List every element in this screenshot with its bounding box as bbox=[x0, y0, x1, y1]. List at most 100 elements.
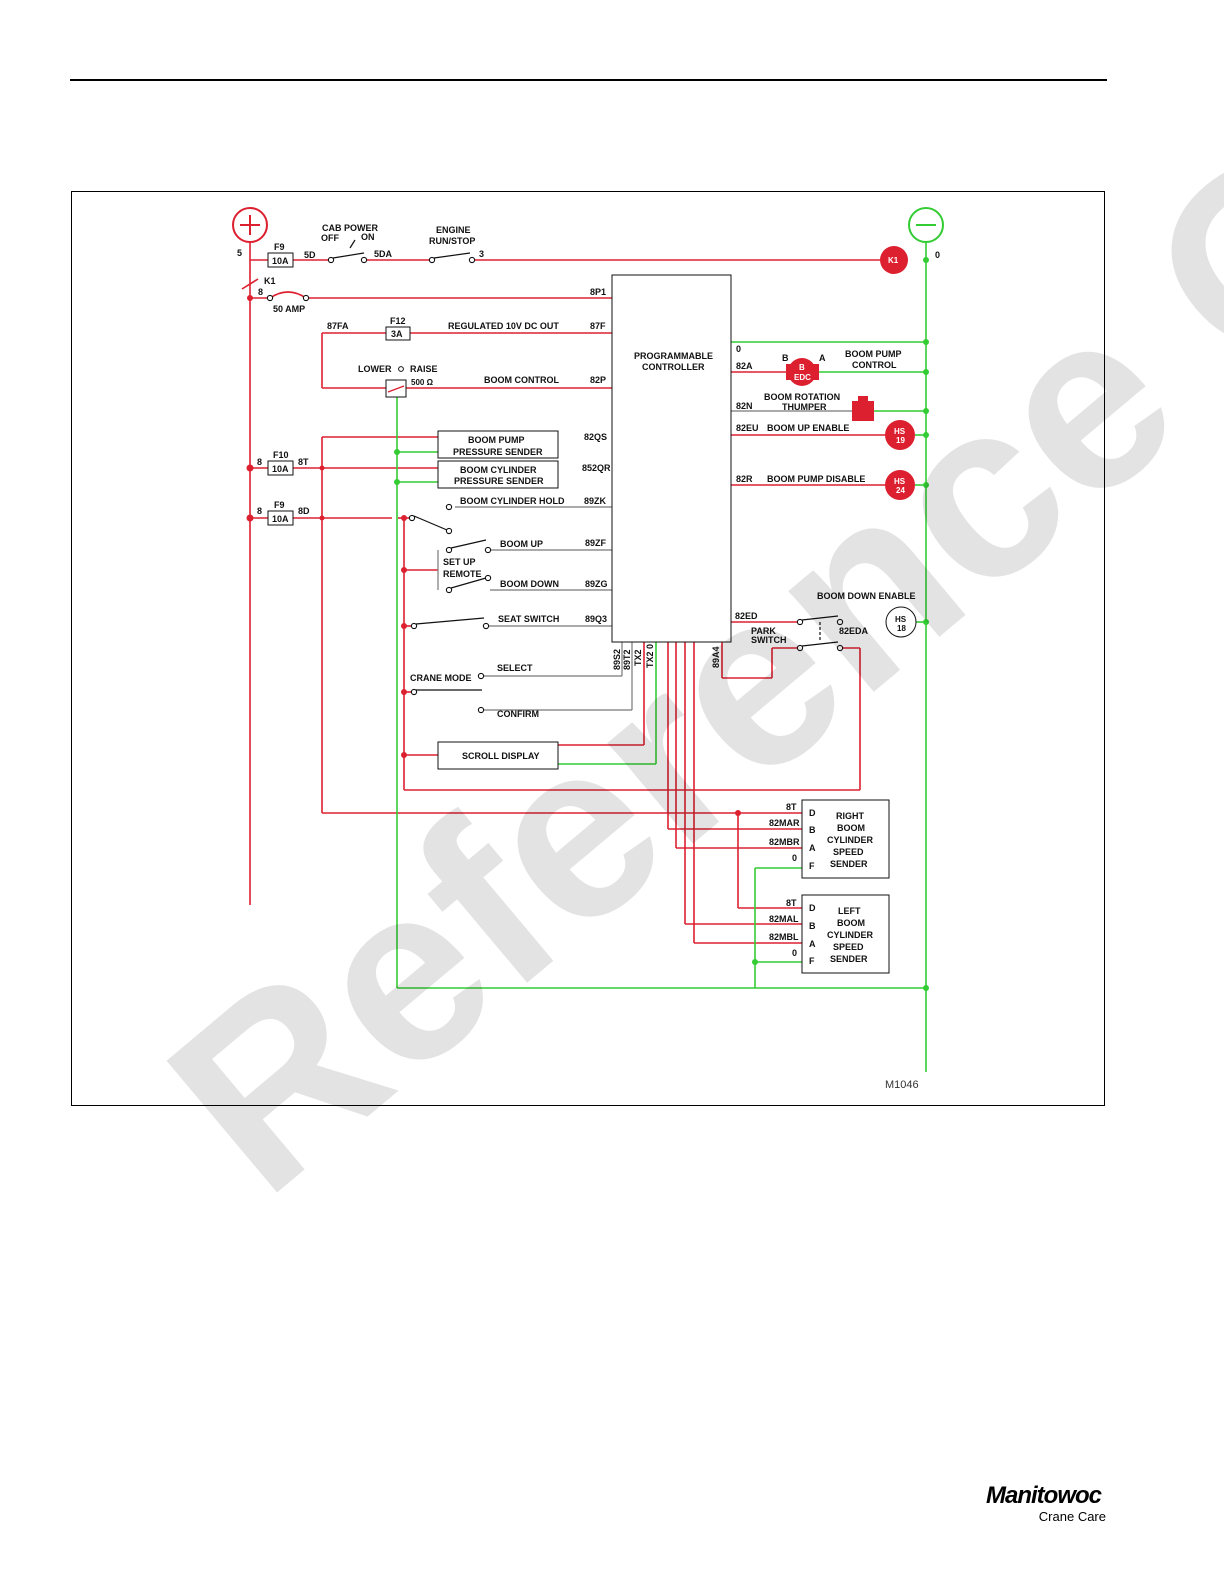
label-k1-coil: K1 bbox=[888, 256, 899, 265]
label-wire-89s2: 89S2 bbox=[612, 649, 622, 670]
label-wire-89q3: 89Q3 bbox=[585, 614, 607, 624]
label-l-pin-f: F bbox=[809, 956, 815, 966]
negative-supply-icon bbox=[908, 207, 944, 243]
label-right-2: BOOM bbox=[837, 823, 865, 833]
signal-wiring bbox=[437, 410, 852, 711]
label-cab-power: CAB POWER bbox=[322, 223, 379, 233]
label-bpc-1: BOOM PUMP bbox=[845, 349, 902, 359]
label-park-2: SWITCH bbox=[751, 635, 787, 645]
label-set-up-1: SET UP bbox=[443, 557, 476, 567]
label-wire-852qr: 852QR bbox=[582, 463, 611, 473]
label-wire-82qs: 82QS bbox=[584, 432, 607, 442]
figure-id: M1046 bbox=[885, 1079, 919, 1091]
label-engine-2: RUN/STOP bbox=[429, 236, 475, 246]
label-wire-tx2: TX2 bbox=[633, 649, 643, 666]
fuse-f10 bbox=[267, 460, 294, 476]
label-r-pin-a: A bbox=[809, 843, 816, 853]
label-left-3: CYLINDER bbox=[827, 930, 874, 940]
label-r-82mbr: 82MBR bbox=[769, 837, 800, 847]
label-f9-top-name: F9 bbox=[274, 242, 285, 252]
label-wire-89zk: 89ZK bbox=[584, 496, 607, 506]
programmable-controller bbox=[611, 274, 732, 643]
label-wire-82ed: 82ED bbox=[735, 611, 758, 621]
fuses bbox=[267, 252, 411, 526]
label-bcs-2: PRESSURE SENDER bbox=[454, 476, 544, 486]
positive-supply-icon bbox=[232, 207, 268, 243]
label-scroll-display: SCROLL DISPLAY bbox=[462, 751, 540, 761]
label-r-pin-d: D bbox=[809, 808, 816, 818]
label-r-82mar: 82MAR bbox=[769, 818, 800, 828]
label-edc-a: A bbox=[819, 353, 826, 363]
label-wire-82a: 82A bbox=[736, 361, 753, 371]
label-raise: RAISE bbox=[410, 364, 438, 374]
label-f9-bottom-name: F9 bbox=[274, 500, 285, 510]
label-l-8t: 8T bbox=[786, 898, 797, 908]
label-boom-cyl-hold: BOOM CYLINDER HOLD bbox=[460, 496, 565, 506]
label-50-amp: 50 AMP bbox=[273, 304, 305, 314]
label-wire-5d: 5D bbox=[304, 250, 316, 260]
manitowoc-logo: Manitowoc Crane Care bbox=[986, 1482, 1110, 1526]
label-boom-pump-disable: BOOM PUMP DISABLE bbox=[767, 474, 865, 484]
label-f10-rating: 10A bbox=[272, 464, 289, 474]
logo-brand-name: Manitowoc bbox=[986, 1482, 1102, 1509]
label-wire-87f: 87F bbox=[590, 321, 606, 331]
label-left-2: BOOM bbox=[837, 918, 865, 928]
label-r-pin-b: B bbox=[809, 825, 816, 835]
label-controller-2: CONTROLLER bbox=[642, 362, 705, 372]
label-right-1: RIGHT bbox=[836, 811, 865, 821]
label-wire-0-right: 0 bbox=[736, 344, 741, 354]
fuse-f12 bbox=[385, 326, 411, 341]
label-r-pin-f: F bbox=[809, 861, 815, 871]
label-wire-89zg: 89ZG bbox=[585, 579, 608, 589]
label-boom-up-enable: BOOM UP ENABLE bbox=[767, 423, 849, 433]
label-wire-8d: 8D bbox=[298, 506, 310, 516]
label-wire-89t2: 89T2 bbox=[622, 649, 632, 670]
k1-relay-coil-icon bbox=[880, 246, 908, 274]
label-wire-8p1: 8P1 bbox=[590, 287, 606, 297]
label-lower: LOWER bbox=[358, 364, 392, 374]
label-l-pin-b: B bbox=[809, 921, 816, 931]
label-edc-2: EDC bbox=[794, 373, 811, 382]
logo-subtitle: Crane Care bbox=[1038, 1509, 1106, 1524]
label-thumper-1: BOOM ROTATION bbox=[764, 392, 840, 402]
label-controller-1: PROGRAMMABLE bbox=[634, 351, 713, 361]
label-left-5: SENDER bbox=[830, 954, 868, 964]
label-f12-rating: 3A bbox=[391, 329, 403, 339]
label-r-0: 0 bbox=[792, 853, 797, 863]
label-ohm: 500 Ω bbox=[411, 378, 434, 387]
label-edc-1: B bbox=[799, 363, 805, 372]
label-left-4: SPEED bbox=[833, 942, 864, 952]
header-rule bbox=[70, 79, 1107, 81]
label-bpc-2: CONTROL bbox=[852, 360, 897, 370]
label-crane-mode: CRANE MODE bbox=[410, 673, 472, 683]
positive-junctions bbox=[246, 295, 741, 816]
boom-cylinder-pressure-sender bbox=[437, 460, 559, 489]
label-bps-1: BOOM PUMP bbox=[468, 435, 525, 445]
label-f9-top-rating: 10A bbox=[272, 256, 289, 266]
label-edc-b: B bbox=[782, 353, 789, 363]
label-confirm: CONFIRM bbox=[497, 709, 539, 719]
label-l-pin-a: A bbox=[809, 939, 816, 949]
label-hs19-1: HS bbox=[894, 427, 906, 436]
label-seat-switch: SEAT SWITCH bbox=[498, 614, 559, 624]
label-l-0: 0 bbox=[792, 948, 797, 958]
label-wire-82p: 82P bbox=[590, 375, 606, 385]
label-bps-2: PRESSURE SENDER bbox=[453, 447, 543, 457]
label-k1: K1 bbox=[264, 276, 276, 286]
label-wire-87fa: 87FA bbox=[327, 321, 349, 331]
hs19-solenoid-icon bbox=[885, 420, 915, 450]
label-hs18-1: HS bbox=[895, 615, 907, 624]
label-engine-1: ENGINE bbox=[436, 225, 471, 235]
label-right-3: CYLINDER bbox=[827, 835, 874, 845]
right-boom-cylinder-speed-sender bbox=[801, 799, 890, 879]
scroll-display bbox=[437, 741, 559, 770]
label-cab-off: OFF bbox=[321, 233, 339, 243]
label-hs18-2: 18 bbox=[897, 624, 906, 633]
label-wire-82eda: 82EDA bbox=[839, 626, 869, 636]
label-right-5: SENDER bbox=[830, 859, 868, 869]
label-l-82mbl: 82MBL bbox=[769, 932, 799, 942]
hs24-solenoid-icon bbox=[885, 470, 915, 500]
label-wire-5: 5 bbox=[237, 248, 242, 258]
negative-junctions bbox=[394, 257, 929, 991]
